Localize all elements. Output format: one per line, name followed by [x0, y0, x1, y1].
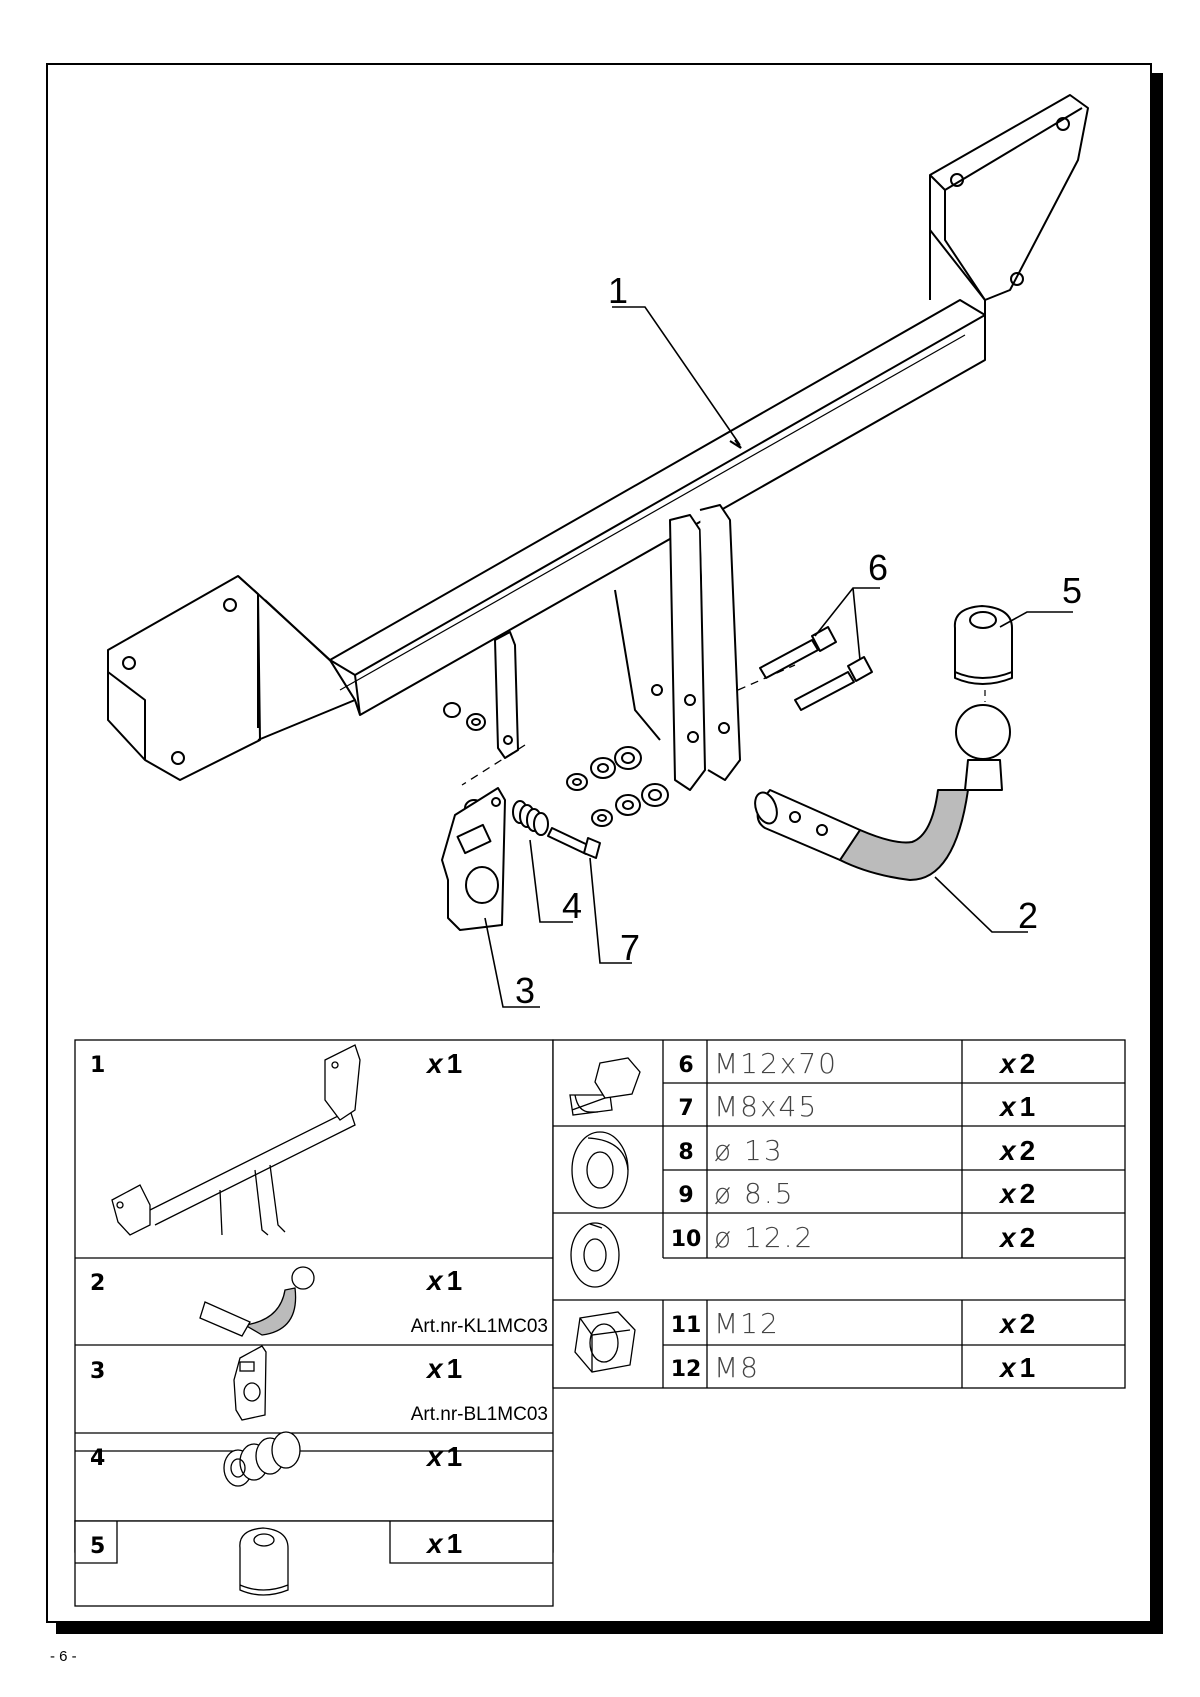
spec-no-9: 9: [678, 1183, 693, 1208]
spec-value-9: ø 8.5: [714, 1177, 795, 1210]
frame-shadow-right: [1152, 73, 1163, 1634]
spec-no-12: 12: [671, 1357, 702, 1382]
spec-value-12: M8: [714, 1351, 760, 1384]
parts-table-right: [552, 1039, 1126, 1389]
part-art-3: Art.nr-BL1MC03: [411, 1404, 548, 1425]
page-number: - 6 -: [50, 1648, 77, 1665]
thumb-bolt: [569, 1057, 641, 1116]
callout-leaders: [484, 306, 1073, 1008]
callout-6: 6: [868, 547, 888, 588]
parts-table-left: [74, 1039, 554, 1553]
part-no-2: 2: [90, 1271, 105, 1296]
part-art-2: Art.nr-KL1MC03: [411, 1316, 548, 1337]
part-no-3: 3: [90, 1359, 105, 1384]
spec-value-10: ø 12.2: [714, 1221, 814, 1254]
thumb-washer: [571, 1131, 629, 1209]
callout-1: 1: [608, 270, 628, 311]
callout-4: 4: [562, 885, 582, 926]
spec-no-11: 11: [671, 1313, 702, 1338]
thumb-crossmember: [111, 1044, 361, 1236]
spec-value-6: M12x70: [714, 1047, 838, 1080]
frame-shadow-bottom: [56, 1623, 1163, 1634]
thumb-ball-neck: [199, 1266, 315, 1337]
part-no-1: 1: [90, 1053, 105, 1078]
spec-no-8: 8: [678, 1140, 693, 1165]
callout-3: 3: [515, 970, 535, 1011]
cap-drawing: [953, 605, 1013, 685]
thumb-spring-washer: [570, 1222, 620, 1288]
bolt-m12-drawing: [737, 626, 873, 711]
parts-right-thumbnails: [569, 1057, 641, 1373]
thumb-spring: [223, 1431, 301, 1487]
thumb-socket-plate: [233, 1345, 267, 1421]
callout-labels: 1 2 3 4 5 6 7: [515, 270, 1082, 1011]
callout-7: 7: [620, 927, 640, 968]
thumb-nut: [574, 1311, 636, 1373]
spec-no-10: 10: [671, 1227, 702, 1252]
washers-nuts-group: [566, 746, 669, 827]
spec-value-7: M8x45: [714, 1090, 818, 1123]
spring-drawing: [512, 800, 549, 836]
spec-value-8: ø 13: [714, 1134, 784, 1167]
spec-no-7: 7: [678, 1096, 693, 1121]
socket-plate-drawing: [441, 787, 506, 931]
callout-2: 2: [1018, 895, 1038, 936]
part-no-4: 4: [90, 1446, 105, 1471]
bolt-m8-drawing: [547, 827, 601, 859]
spec-value-11: M12: [714, 1307, 780, 1340]
crossmember-drawing: [107, 94, 1089, 791]
spec-no-6: 6: [678, 1053, 693, 1078]
ball-neck-drawing: [754, 690, 1011, 881]
parts-left-thumbnails: [111, 1044, 361, 1487]
callout-5: 5: [1062, 570, 1082, 611]
